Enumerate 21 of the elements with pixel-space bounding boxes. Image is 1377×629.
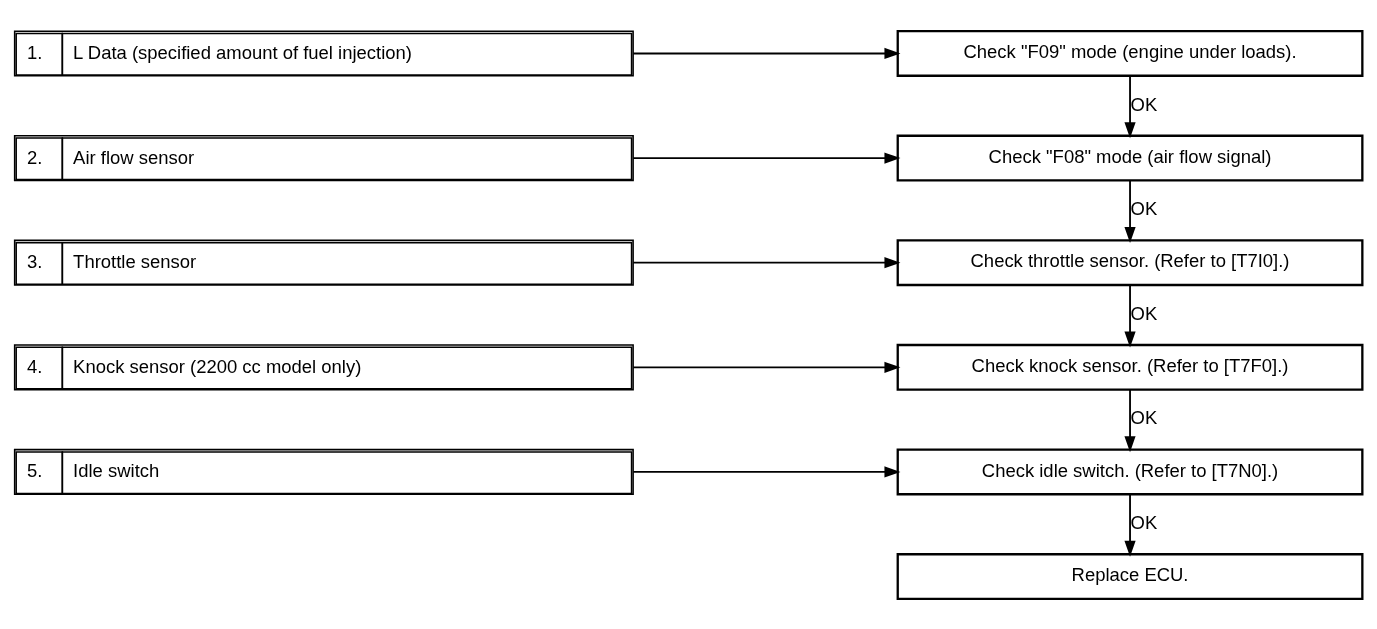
arrow <box>632 47 901 59</box>
arrow <box>632 465 901 478</box>
edge-label: OK <box>1130 302 1158 324</box>
node-box: Check throttle sensor. (Refer to [T7I0].) <box>896 238 1364 286</box>
node-box: Check "F08" mode (air flow signal) <box>896 134 1364 182</box>
node-box: Replace ECU. <box>896 552 1364 600</box>
arrow <box>1124 74 1136 138</box>
node-box: Check "F09" mode (engine under loads). <box>896 29 1364 77</box>
node-box: Check idle switch. (Refer to [T7N0].) <box>896 447 1364 495</box>
arrow <box>632 256 901 268</box>
arrow <box>1124 388 1136 452</box>
arrow <box>1124 493 1136 557</box>
edge-label: OK <box>1130 406 1158 428</box>
arrow <box>1124 283 1136 348</box>
arrow <box>1124 179 1136 243</box>
arrow <box>632 151 901 164</box>
node-box: Check knock sensor. (Refer to [T7F0].) <box>896 343 1364 391</box>
edge-label: OK <box>1130 511 1158 533</box>
edge-label: OK <box>1130 197 1158 219</box>
edge-label: OK <box>1130 93 1158 115</box>
arrow <box>632 361 901 373</box>
